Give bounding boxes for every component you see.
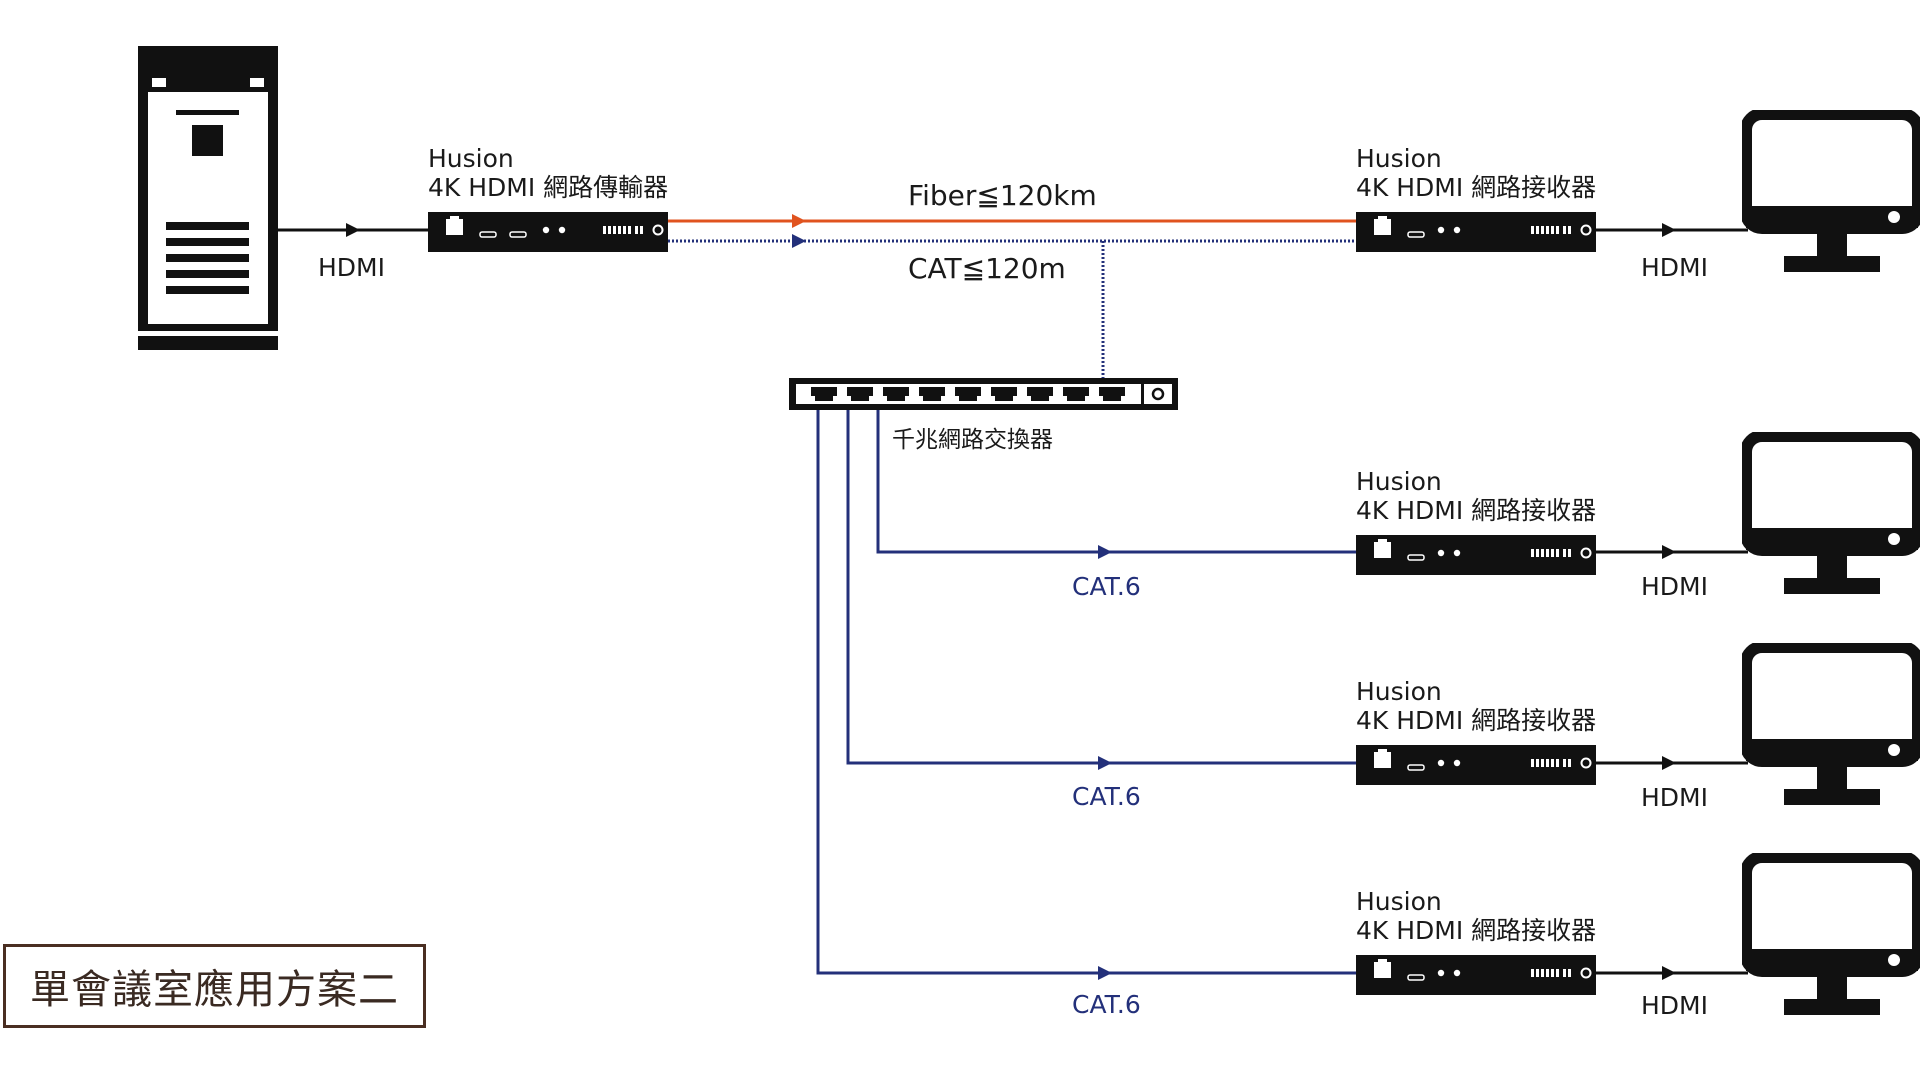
receiver-4-device <box>1356 955 1596 995</box>
fiber-label: Fiber≦120km <box>908 179 1097 212</box>
cat-cable-dotted <box>668 234 1356 378</box>
receiver-2-device <box>1356 535 1596 575</box>
transmitter-device <box>428 212 668 252</box>
receiver-4-hdmi-label: HDMI <box>1641 991 1708 1020</box>
receiver-3-hdmi-label: HDMI <box>1641 783 1708 812</box>
receiver-1-hdmi-cable <box>1596 223 1748 237</box>
receiver-3-brand: Husion <box>1356 677 1442 706</box>
cat6-label-3: CAT.6 <box>1072 782 1141 811</box>
pc-tower-icon <box>138 46 278 350</box>
monitor-3-icon <box>1746 647 1918 805</box>
cat6-label-4: CAT.6 <box>1072 990 1141 1019</box>
receiver-1-device <box>1356 212 1596 252</box>
receiver-4-brand: Husion <box>1356 887 1442 916</box>
source-hdmi-label: HDMI <box>318 253 385 282</box>
source-hdmi-cable <box>278 223 428 237</box>
monitor-4-icon <box>1746 857 1918 1015</box>
diagram-title: 單會議室應用方案二 <box>3 944 426 1028</box>
receiver-3-device <box>1356 745 1596 785</box>
network-switch-icon <box>789 378 1178 410</box>
receiver-2-hdmi-label: HDMI <box>1641 572 1708 601</box>
cat6-cable-4 <box>816 410 1356 980</box>
receiver-1-hdmi-label: HDMI <box>1641 253 1708 282</box>
cat6-label-2: CAT.6 <box>1072 572 1141 601</box>
receiver-2-hdmi-cable <box>1596 545 1748 559</box>
receiver-3-hdmi-cable <box>1596 756 1748 770</box>
receiver-1-model: 4K HDMI 網路接收器 <box>1356 173 1596 202</box>
cat6-cable-3 <box>846 410 1356 770</box>
receiver-4-model: 4K HDMI 網路接收器 <box>1356 916 1596 945</box>
cat-label: CAT≦120m <box>908 252 1066 285</box>
monitor-2-icon <box>1746 436 1918 594</box>
cat6-cable-2 <box>876 410 1356 559</box>
transmitter-model: 4K HDMI 網路傳輸器 <box>428 173 668 202</box>
receiver-2-brand: Husion <box>1356 467 1442 496</box>
receiver-2-model: 4K HDMI 網路接收器 <box>1356 496 1596 525</box>
fiber-cable <box>668 214 1356 228</box>
receiver-4-hdmi-cable <box>1596 966 1748 980</box>
transmitter-brand: Husion <box>428 144 514 173</box>
receiver-3-model: 4K HDMI 網路接收器 <box>1356 706 1596 735</box>
switch-label: 千兆網路交換器 <box>892 427 1053 453</box>
monitor-1-icon <box>1746 114 1918 272</box>
receiver-1-brand: Husion <box>1356 144 1442 173</box>
